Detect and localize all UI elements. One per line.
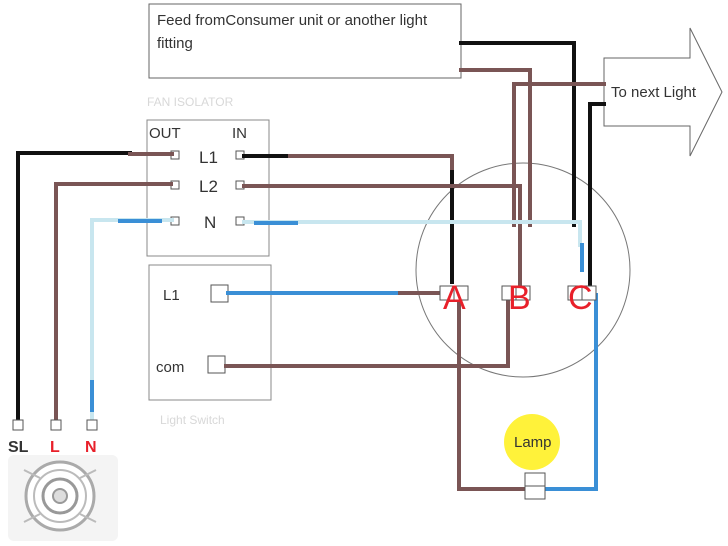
switched-wire-in-l2 — [242, 184, 522, 287]
feed-box-line1: Feed fromConsumer unit or another light — [157, 12, 428, 29]
junction-terminal-a2 — [453, 285, 469, 301]
isolator-in-label: IN — [232, 125, 247, 142]
feed-box — [148, 3, 462, 79]
neutral-wire-in-n-faint — [242, 220, 582, 247]
switch-com-terminal — [207, 355, 226, 374]
junction-letter-a: A — [443, 279, 466, 317]
fan-label-n: N — [85, 439, 97, 456]
switched-wires — [54, 68, 606, 491]
fan-icon — [8, 455, 118, 541]
feed-box-line2: fitting — [157, 35, 193, 52]
neutral-wires — [90, 218, 598, 491]
fan-terminal-sl — [12, 419, 24, 431]
switched-wire-fan-l — [54, 182, 173, 422]
fan-terminal-n — [86, 419, 98, 431]
switch-l1-label: L1 — [163, 287, 180, 304]
switch-box — [148, 264, 272, 401]
next-light-label: To next Light — [611, 84, 697, 101]
junction-terminal-b2 — [515, 285, 531, 301]
isolator-out-label: OUT — [149, 125, 181, 142]
switch-com-label: com — [156, 359, 184, 376]
switched-wire-com-to-b — [224, 293, 510, 368]
isolator-terminal-n: N — [204, 213, 216, 232]
lamp-glow — [504, 414, 560, 470]
junction-letter-b: B — [508, 279, 531, 317]
live-wires — [16, 41, 606, 422]
isolator-title-faint: FAN ISOLATOR — [147, 95, 234, 109]
junction-terminal-c2 — [581, 285, 597, 301]
switched-wire-in-l1 — [288, 154, 454, 170]
neutral-wire-c-to-lamp — [543, 243, 598, 491]
switch-l1-terminal — [210, 284, 229, 303]
live-wire-feed-to-c — [459, 41, 576, 227]
fan-terminals — [12, 419, 98, 431]
junction-box — [415, 162, 631, 378]
fan-label-sl: SL — [8, 439, 29, 456]
next-light-arrow — [603, 27, 723, 157]
switched-wire-feed-to-b — [459, 68, 532, 227]
fan-terminal-l — [50, 419, 62, 431]
isolator-terminal-l2: L2 — [199, 177, 218, 196]
fan-label-l: L — [50, 439, 60, 456]
junction-terminals — [439, 285, 597, 301]
switch-title-faint: Light Switch — [160, 413, 225, 427]
isolator-terminal-l1: L1 — [199, 148, 218, 167]
live-wire-fan-sl — [16, 151, 132, 422]
switched-wire-next-b — [512, 82, 606, 227]
live-wire-next-light — [588, 102, 606, 287]
junction-letter-c: C — [568, 279, 593, 317]
switched-wire-a-to-lamp — [457, 296, 527, 491]
lamp-label: Lamp — [514, 434, 552, 451]
